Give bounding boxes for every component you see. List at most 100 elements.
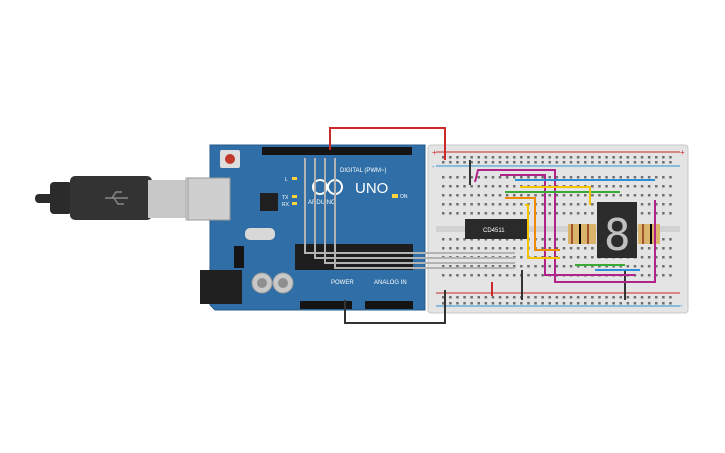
breadboard-hole[interactable]: [626, 185, 630, 188]
breadboard-hole[interactable]: [505, 238, 509, 241]
breadboard-hole[interactable]: [498, 238, 502, 241]
breadboard-hole[interactable]: [498, 176, 502, 179]
breadboard-hole[interactable]: [442, 238, 445, 241]
cd4511-chip[interactable]: CD4511: [465, 219, 527, 239]
breadboard-hole[interactable]: [541, 265, 544, 268]
breadboard-hole[interactable]: [498, 265, 502, 268]
breadboard-hole[interactable]: [442, 302, 445, 305]
breadboard-hole[interactable]: [491, 203, 495, 206]
breadboard-hole[interactable]: [470, 185, 473, 188]
breadboard-hole[interactable]: [576, 302, 580, 305]
breadboard-hole[interactable]: [505, 161, 509, 164]
arduino-uno-board[interactable]: UNO ARDUINO DIGITAL (PWM~) ANALOG IN POW…: [187, 144, 426, 311]
breadboard-hole[interactable]: [470, 161, 473, 164]
breadboard-hole[interactable]: [477, 247, 481, 250]
breadboard-hole[interactable]: [605, 296, 608, 299]
breadboard-hole[interactable]: [449, 161, 452, 164]
breadboard-hole[interactable]: [662, 265, 665, 268]
breadboard-hole[interactable]: [498, 203, 502, 206]
breadboard-hole[interactable]: [513, 194, 516, 197]
breadboard-hole[interactable]: [498, 156, 502, 159]
breadboard-hole[interactable]: [569, 156, 573, 159]
breadboard-hole[interactable]: [520, 156, 523, 159]
breadboard-hole[interactable]: [527, 161, 530, 164]
breadboard-hole[interactable]: [576, 265, 580, 268]
breadboard-hole[interactable]: [562, 156, 566, 159]
breadboard-hole[interactable]: [655, 176, 658, 179]
breadboard-hole[interactable]: [442, 176, 445, 179]
breadboard-hole[interactable]: [520, 194, 523, 197]
breadboard-hole[interactable]: [463, 176, 466, 179]
breadboard-hole[interactable]: [470, 156, 473, 159]
breadboard-hole[interactable]: [442, 161, 445, 164]
breadboard-hole[interactable]: [584, 247, 587, 250]
breadboard-hole[interactable]: [655, 161, 658, 164]
breadboard-hole[interactable]: [669, 274, 672, 277]
breadboard-hole[interactable]: [477, 302, 481, 305]
breadboard-hole[interactable]: [647, 185, 651, 188]
breadboard-hole[interactable]: [576, 212, 580, 215]
breadboard-hole[interactable]: [555, 238, 559, 241]
breadboard-hole[interactable]: [640, 161, 644, 164]
breadboard-hole[interactable]: [491, 161, 495, 164]
breadboard-hole[interactable]: [505, 274, 509, 277]
breadboard-hole[interactable]: [647, 247, 651, 250]
breadboard-hole[interactable]: [505, 302, 509, 305]
breadboard-hole[interactable]: [477, 161, 481, 164]
breadboard-hole[interactable]: [655, 156, 658, 159]
breadboard-hole[interactable]: [640, 203, 644, 206]
breadboard-hole[interactable]: [520, 265, 523, 268]
breadboard-hole[interactable]: [584, 203, 587, 206]
breadboard-hole[interactable]: [655, 194, 658, 197]
breadboard-hole[interactable]: [584, 302, 587, 305]
breadboard-hole[interactable]: [576, 156, 580, 159]
breadboard-hole[interactable]: [669, 302, 672, 305]
breadboard-hole[interactable]: [555, 203, 559, 206]
breadboard-hole[interactable]: [527, 265, 530, 268]
breadboard-hole[interactable]: [662, 176, 665, 179]
breadboard-hole[interactable]: [484, 156, 488, 159]
analog-header[interactable]: [365, 301, 413, 309]
breadboard-hole[interactable]: [612, 176, 615, 179]
breadboard-hole[interactable]: [633, 156, 637, 159]
breadboard-hole[interactable]: [562, 212, 566, 215]
breadboard-hole[interactable]: [647, 161, 651, 164]
breadboard-hole[interactable]: [669, 185, 672, 188]
breadboard-hole[interactable]: [491, 176, 495, 179]
wires[interactable]: [304, 127, 656, 324]
breadboard-hole[interactable]: [505, 185, 509, 188]
breadboard-hole[interactable]: [513, 185, 516, 188]
breadboard-hole[interactable]: [605, 302, 608, 305]
breadboard-hole[interactable]: [669, 176, 672, 179]
breadboard-hole[interactable]: [619, 156, 623, 159]
breadboard-hole[interactable]: [576, 203, 580, 206]
breadboard-hole[interactable]: [449, 194, 452, 197]
breadboard-hole[interactable]: [598, 296, 601, 299]
breadboard-hole[interactable]: [669, 212, 672, 215]
breadboard-hole[interactable]: [598, 265, 601, 268]
breadboard-hole[interactable]: [534, 161, 537, 164]
breadboard-hole[interactable]: [584, 212, 587, 215]
breadboard-hole[interactable]: [541, 274, 544, 277]
breadboard-hole[interactable]: [669, 161, 672, 164]
breadboard-hole[interactable]: [505, 296, 509, 299]
breadboard-hole[interactable]: [669, 203, 672, 206]
breadboard-hole[interactable]: [527, 296, 530, 299]
breadboard-hole[interactable]: [612, 156, 615, 159]
breadboard-hole[interactable]: [612, 302, 615, 305]
breadboard-hole[interactable]: [498, 161, 502, 164]
breadboard-holes[interactable]: [442, 156, 672, 305]
breadboard-hole[interactable]: [569, 203, 573, 206]
breadboard-hole[interactable]: [449, 203, 452, 206]
breadboard-hole[interactable]: [555, 247, 559, 250]
breadboard-hole[interactable]: [598, 161, 601, 164]
breadboard-hole[interactable]: [548, 265, 552, 268]
breadboard-hole[interactable]: [449, 156, 452, 159]
breadboard-hole[interactable]: [662, 296, 665, 299]
breadboard-hole[interactable]: [569, 265, 573, 268]
breadboard-hole[interactable]: [569, 296, 573, 299]
breadboard-hole[interactable]: [626, 194, 630, 197]
breadboard-hole[interactable]: [470, 238, 473, 241]
breadboard-hole[interactable]: [619, 302, 623, 305]
breadboard-hole[interactable]: [484, 203, 488, 206]
